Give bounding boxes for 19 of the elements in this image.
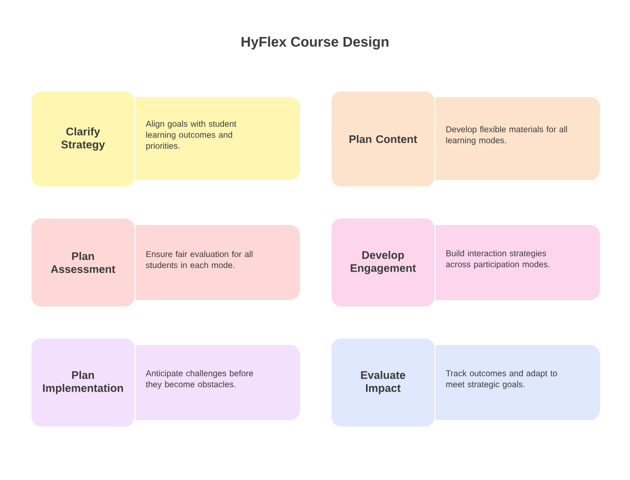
node-label: Track outcomes and adapt to meet strategic goals. — [446, 370, 557, 389]
description-panel: Align goals with student learning outcomes and priorities. — [136, 97, 300, 180]
description-panel: Ensure fair evaluation for all students in each mode. — [136, 225, 300, 300]
node-label: Anticipate challenges before they become obstacles. — [146, 370, 254, 389]
node-label: Align goals with student learning outcomes and priorities. — [146, 120, 236, 150]
heading-card: Clarify Strategy — [30, 90, 136, 188]
description-panel: Build interaction strategies across participation modes. — [436, 225, 600, 300]
title: HyFlex Course Design — [242, 36, 388, 50]
heading-card: Develop Engagement — [330, 218, 436, 308]
node-label: Develop flexible materials for all learning modes. — [446, 126, 567, 145]
node-label: Ensure fair evaluation for all students in each mode. — [146, 250, 252, 268]
node-label: Build interaction strategies across participation modes. — [446, 250, 550, 269]
heading-card: Plan Content — [330, 90, 436, 188]
heading-card: Evaluate Impact — [330, 338, 436, 428]
description-panel: Anticipate challenges before they become obstacles. — [136, 345, 300, 420]
description-panel: Develop flexible materials for all learning modes. — [436, 97, 600, 180]
description-panel: Track outcomes and adapt to meet strategic goals. — [436, 345, 600, 420]
heading-card: Plan Implementation — [30, 338, 136, 428]
heading-card: Plan Assessment — [30, 218, 136, 308]
